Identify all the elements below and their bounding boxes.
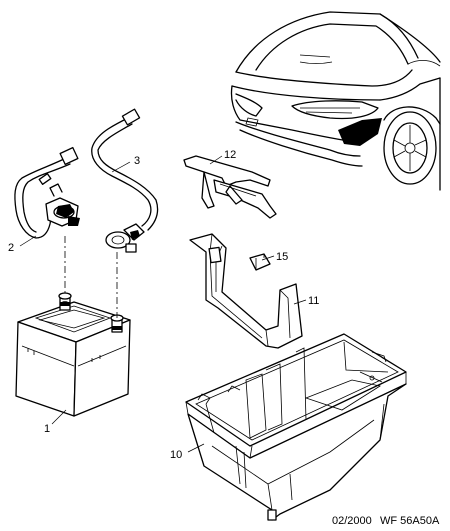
callout-3: 3 xyxy=(134,155,140,167)
footer-date: 02/2000 xyxy=(332,515,372,527)
battery-holder-frame xyxy=(189,233,303,349)
callout-10: 10 xyxy=(170,449,182,461)
battery-location-marker xyxy=(338,118,382,146)
negative-battery-cable xyxy=(14,146,80,239)
callout-1: 1 xyxy=(44,423,50,435)
leader-lines xyxy=(19,155,307,453)
callout-11: 11 xyxy=(308,295,319,307)
retaining-clip xyxy=(249,253,271,271)
footer-reference: WF 56A50A xyxy=(380,515,440,527)
car-illustration xyxy=(230,11,441,191)
positive-battery-cable xyxy=(91,108,159,253)
battery xyxy=(15,292,131,417)
upper-bracket xyxy=(183,155,277,219)
callout-15: 15 xyxy=(276,251,288,263)
callout-12: 12 xyxy=(224,149,236,161)
battery-tray xyxy=(185,333,407,521)
callout-2: 2 xyxy=(8,242,14,254)
